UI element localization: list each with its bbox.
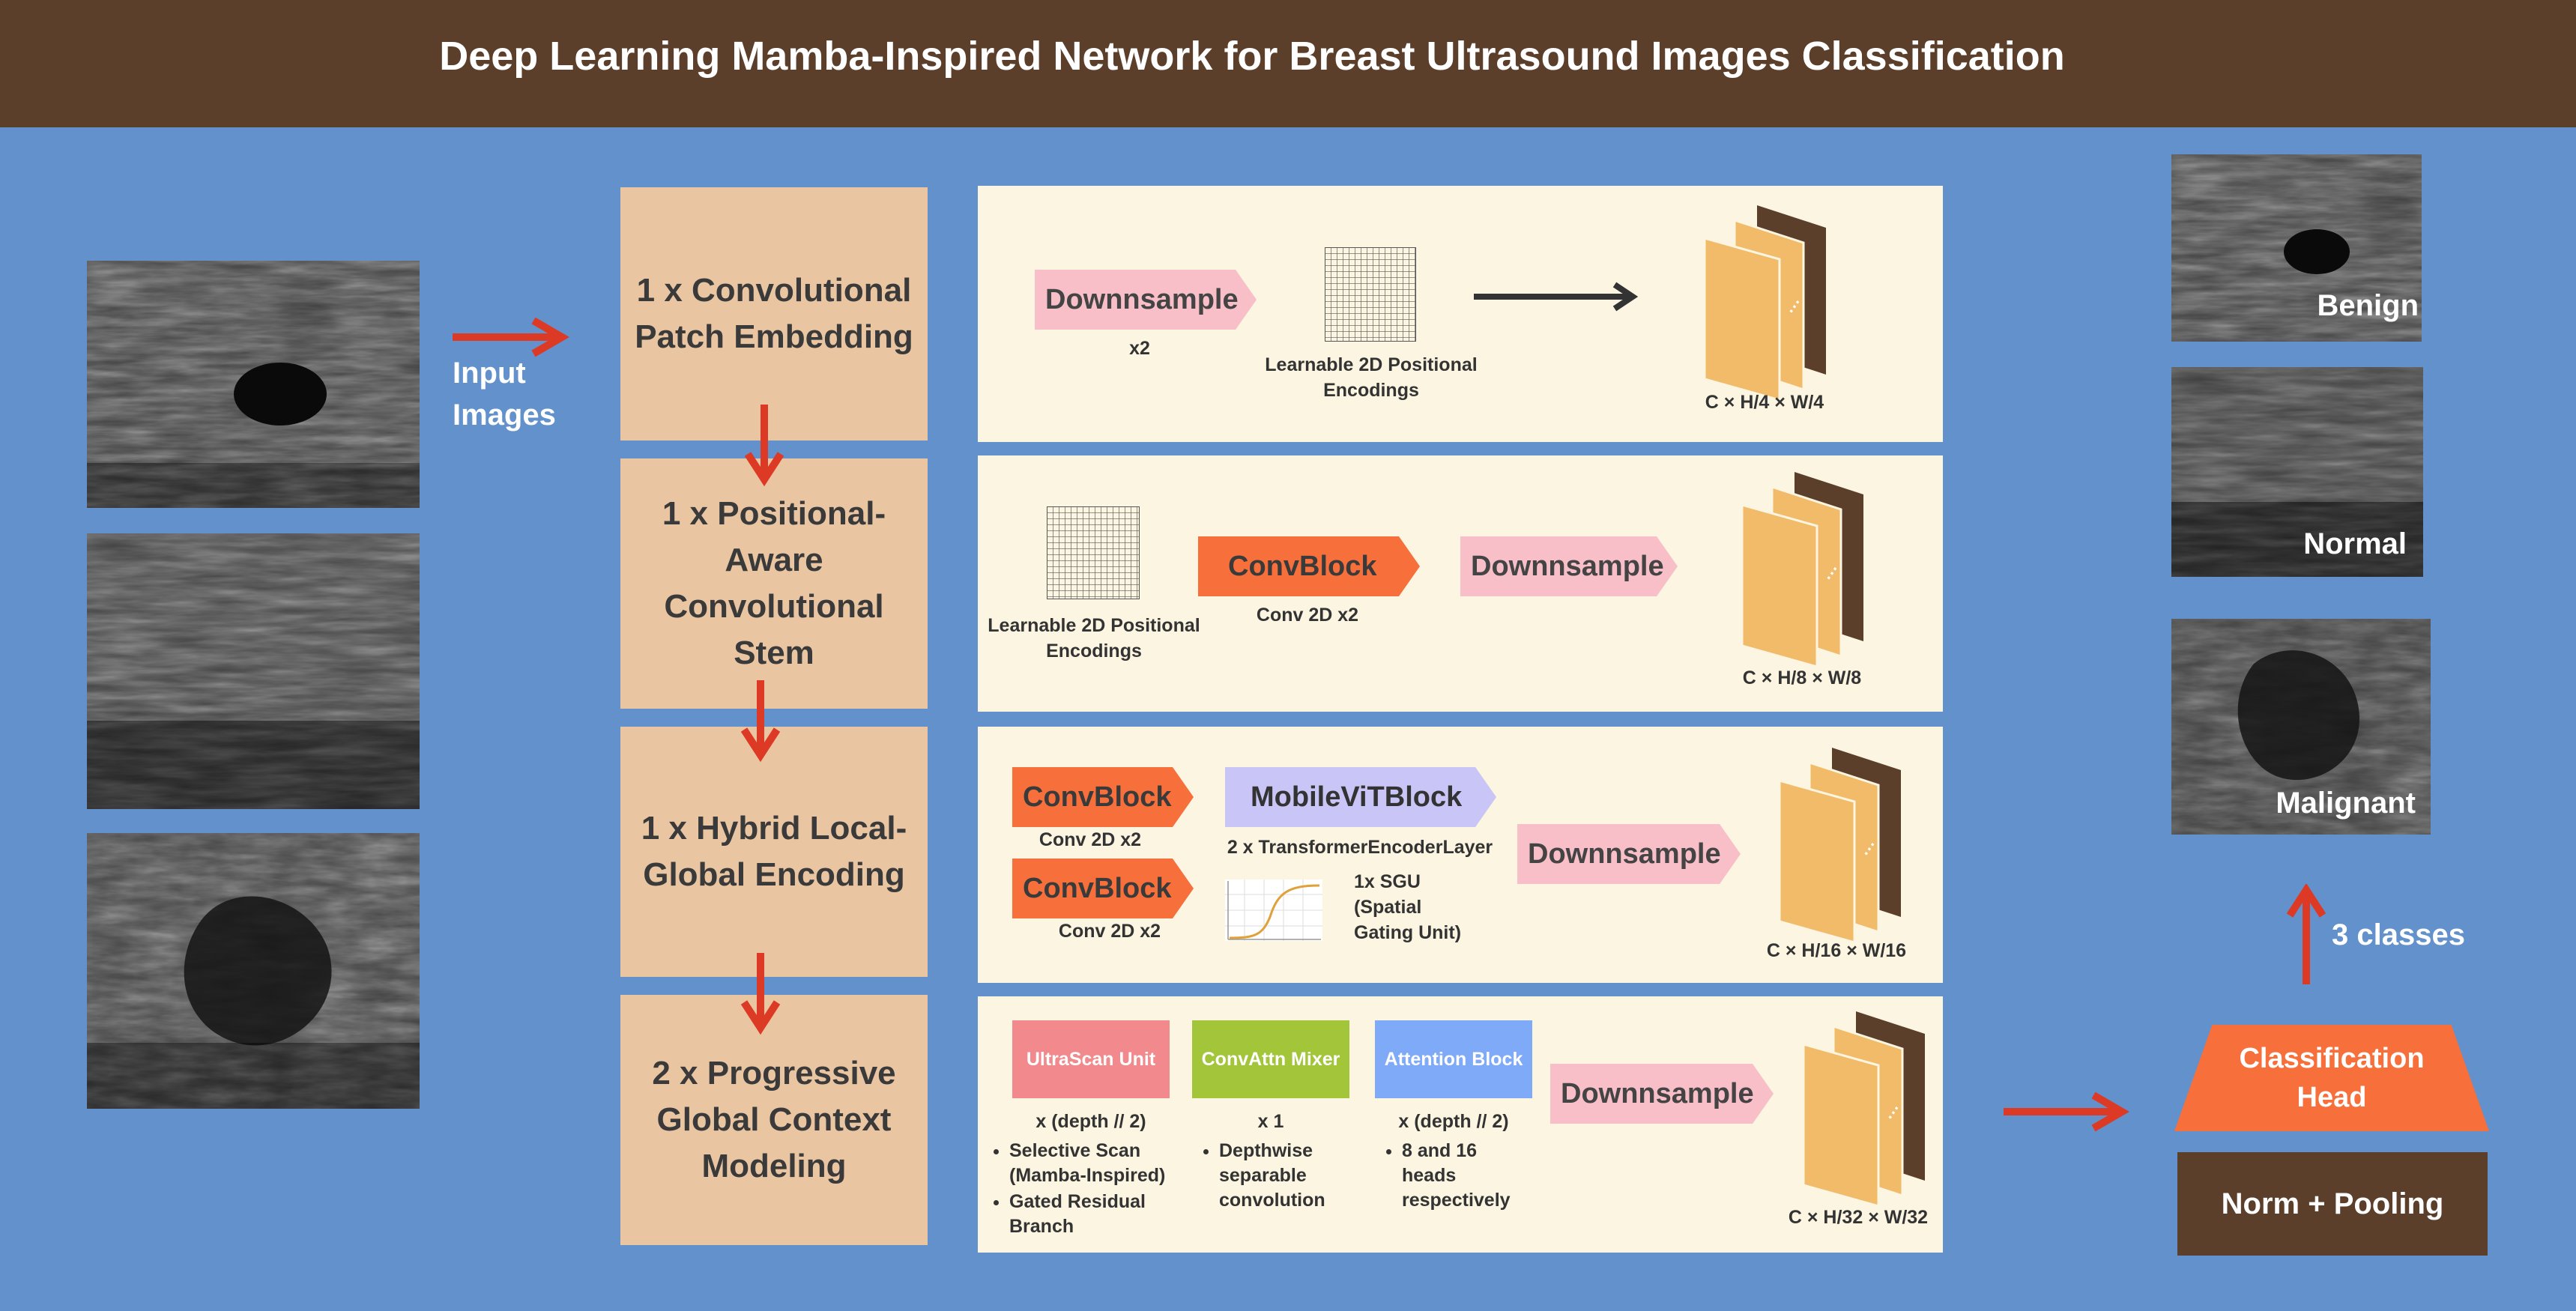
header-bar <box>0 0 2576 127</box>
convattn-bullet-1: Depthwise separable convolution <box>1219 1139 1360 1213</box>
diagram-title: Deep Learning Mamba-Inspired Network for… <box>439 34 2065 79</box>
convblock-b-note: Conv 2D x2 <box>1058 921 1161 942</box>
ultrascan-bullets: Selective Scan (Mamba-Inspired)Gated Res… <box>985 1139 1203 1241</box>
mobilevit-block: MobileViTBlock <box>1225 767 1496 827</box>
classification-head: Classification Head <box>2174 1025 2489 1131</box>
output-label-normal: Normal <box>2303 527 2407 560</box>
output-label-benign: Benign <box>2317 289 2419 322</box>
attention-depth: x (depth // 2) <box>1398 1111 1509 1132</box>
positional-encoding-label: Learnable 2D Positional Encodings <box>988 615 1200 661</box>
ultrascan-unit: UltraScan Unit <box>1012 1020 1170 1098</box>
input-image-normal <box>87 533 420 809</box>
flow-arrow <box>1474 282 1639 312</box>
convblock-note: Conv 2D x2 <box>1256 605 1359 626</box>
dims-label: C × H/4 × W/4 <box>1705 392 1824 413</box>
row-global-context: UltraScan Unit x (depth // 2) Selective … <box>978 996 1943 1253</box>
feature-maps: ··· <box>1778 748 1901 942</box>
output-image-normal <box>2171 367 2423 577</box>
stage-arrow-3 <box>740 953 781 1035</box>
feature-maps: ··· <box>1741 472 1863 667</box>
dims-label: C × H/8 × W/8 <box>1742 667 1862 688</box>
positional-encoding-grid <box>1325 247 1416 342</box>
convblock: ConvBlock <box>1198 536 1420 596</box>
norm-pooling-block: Norm + Pooling <box>2177 1152 2488 1256</box>
input-images-label: Input Images <box>453 357 556 432</box>
stage-global-context: 2 x Progressive Global Context Modeling <box>620 995 928 1245</box>
attention-bullet-1: 8 and 16 heads respectively <box>1402 1139 1528 1213</box>
dims-label: C × H/32 × W/32 <box>1788 1207 1929 1228</box>
row-hybrid-encoding: ConvBlock Conv 2D x2 ConvBlock Conv 2D x… <box>978 727 1943 983</box>
classes-label: 3 classes <box>2332 918 2465 951</box>
ultrascan-bullet-2: Gated Residual Branch <box>1009 1190 1203 1239</box>
ultrascan-bullet-1: Selective Scan (Mamba-Inspired) <box>1009 1139 1203 1188</box>
output-image-malignant <box>2171 619 2431 835</box>
mobilevit-note: 2 x TransformerEncoderLayer <box>1227 837 1493 858</box>
positional-encoding-grid <box>1047 506 1140 599</box>
sgu-sigmoid-chart <box>1225 879 1322 941</box>
row-positional-stem: Learnable 2D Positional Encodings ConvBl… <box>978 455 1943 712</box>
output-image-benign <box>2171 154 2422 342</box>
dims-label: C × H/16 × W/16 <box>1766 940 1907 961</box>
classification-head-label: Classification Head <box>2239 1043 2425 1113</box>
convblock-a-note: Conv 2D x2 <box>1038 829 1142 850</box>
to-classifier-arrow <box>2004 1092 2129 1132</box>
attention-bullets: 8 and 16 heads respectively <box>1378 1139 1528 1214</box>
downsample-block: Downnsample <box>1517 824 1741 884</box>
output-label-malignant: Malignant <box>2276 787 2416 820</box>
sgu-label: 1x SGU (Spatial Gating Unit) <box>1354 871 1462 943</box>
downsample-block: Downnsample <box>1460 536 1678 596</box>
stage-hybrid-encoding: 1 x Hybrid Local-Global Encoding <box>620 727 928 977</box>
input-arrow <box>453 317 569 357</box>
input-image-benign <box>87 261 420 508</box>
feature-maps: ··· <box>1802 1011 1925 1206</box>
convattn-bullets: Depthwise separable convolution <box>1195 1139 1360 1214</box>
downsample-block: Downnsample <box>1550 1064 1774 1124</box>
stage-arrow-1 <box>744 405 784 487</box>
stage-patch-embedding: 1 x Convolutional Patch Embedding <box>620 187 928 440</box>
convblock-b: ConvBlock <box>1012 859 1194 918</box>
feature-maps: ··· <box>1703 205 1826 400</box>
attention-block: Attention Block <box>1375 1020 1532 1098</box>
convattn-mixer: ConvAttn Mixer <box>1192 1020 1349 1098</box>
convblock-a: ConvBlock <box>1012 767 1194 827</box>
stage-positional-stem: 1 x Positional-Aware Convolutional Stem <box>620 458 928 709</box>
downsample-note: x2 <box>1129 338 1150 359</box>
row-patch-embedding: Downnsample x2 Learnable 2D Positional E… <box>978 186 1943 442</box>
input-image-malignant <box>87 833 420 1109</box>
positional-encoding-label: Learnable 2D Positional Encodings <box>1265 354 1478 401</box>
convattn-depth: x 1 <box>1257 1111 1284 1132</box>
stage-arrow-2 <box>740 680 781 763</box>
classes-arrow <box>2286 884 2326 984</box>
ultrascan-depth: x (depth // 2) <box>1035 1111 1146 1132</box>
downsample-block: Downnsample <box>1035 270 1257 330</box>
